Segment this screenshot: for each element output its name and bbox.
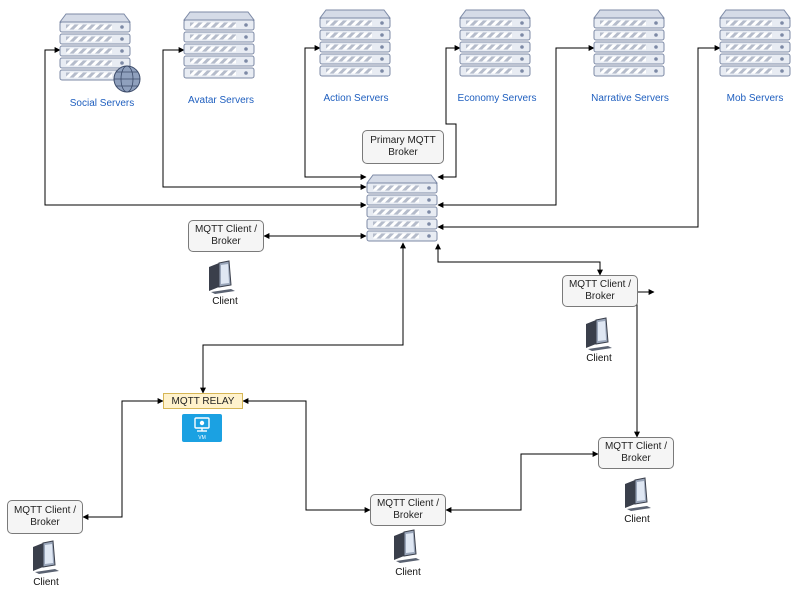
client-computer-icon (393, 529, 421, 564)
edge-client-mid-right (445, 451, 599, 513)
edge-avatar (162, 47, 367, 190)
primary-broker-label[interactable]: Primary MQTT Broker (362, 130, 444, 164)
server-label: Avatar Servers (188, 95, 254, 106)
edge-action (304, 45, 367, 180)
client-computer-icon (585, 317, 613, 352)
server-label: Economy Servers (458, 93, 537, 104)
vm-glyph: VM (194, 417, 210, 441)
edge-client-right-chain (634, 289, 655, 438)
server-label: Narrative Servers (591, 93, 669, 104)
client-broker-box[interactable]: MQTT Client / Broker (598, 437, 674, 469)
client-label: Client (395, 567, 421, 578)
action-server-icon (320, 10, 390, 76)
edge-relay-client-mid (242, 398, 371, 513)
client-label: Client (586, 353, 612, 364)
server-label: Social Servers (70, 98, 134, 109)
client-computer-icon (32, 540, 60, 575)
avatar-server-icon (184, 12, 254, 78)
client-computer-icon (624, 477, 652, 512)
client-broker-box[interactable]: MQTT Client / Broker (188, 220, 264, 252)
narrative-server-icon (594, 10, 664, 76)
edge-relay-client-left (82, 398, 164, 520)
primary-broker-server-icon (367, 175, 437, 241)
client-broker-box[interactable]: MQTT Client / Broker (562, 275, 638, 307)
client-broker-box[interactable]: MQTT Client / Broker (7, 500, 83, 534)
vm-icon: VM (182, 414, 222, 442)
client-label: Client (212, 296, 238, 307)
server-label: Mob Servers (727, 93, 784, 104)
client-broker-box[interactable]: MQTT Client / Broker (370, 494, 446, 526)
client-computer-icon (208, 260, 236, 295)
edge-social (44, 47, 367, 208)
edge-client-right-top (435, 243, 603, 276)
client-label: Client (33, 577, 59, 588)
mob-server-icon (720, 10, 790, 76)
mqtt-relay-box[interactable]: MQTT RELAY (163, 393, 243, 409)
globe-icon (113, 65, 141, 93)
economy-server-icon (460, 10, 530, 76)
edge-mob (437, 45, 721, 230)
edge-relay-primary (200, 242, 406, 394)
vm-label: VM (198, 435, 206, 441)
server-label: Action Servers (323, 93, 388, 104)
client-label: Client (624, 514, 650, 525)
